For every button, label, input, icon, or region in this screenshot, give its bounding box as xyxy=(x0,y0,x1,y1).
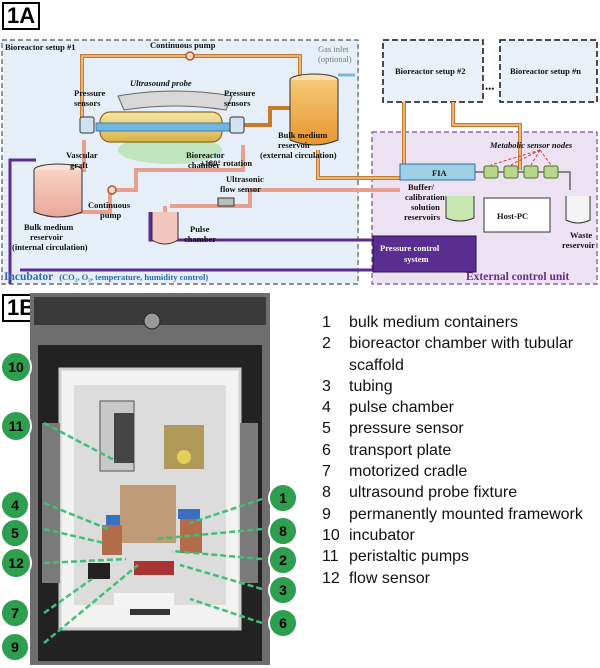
chamber-base xyxy=(118,136,222,164)
panel-a-tag: 1A xyxy=(2,2,41,30)
callout-11: 11 xyxy=(0,410,32,442)
label-rotation-visible: ±180° rotation xyxy=(200,158,252,168)
callout-2: 2 xyxy=(268,545,298,575)
host-pc-box xyxy=(483,197,551,233)
legend-text: flow sensor xyxy=(349,569,430,587)
legend-num: 3 xyxy=(322,377,331,395)
legend-text: motorized cradle xyxy=(349,463,468,481)
legend-text: pressure sensor xyxy=(349,420,464,438)
label-setup2: Bioreactor setup #2 xyxy=(395,66,466,76)
legend-num: 4 xyxy=(322,399,331,417)
buffer-beaker xyxy=(445,196,475,222)
legend-num: 11 xyxy=(322,548,339,566)
callout-10: 10 xyxy=(0,351,32,383)
pump-top-symbol xyxy=(185,51,195,61)
legend-num: 2 xyxy=(322,335,331,353)
legend-num: 5 xyxy=(322,420,331,438)
legend-item: 9 permanently mounted framework xyxy=(322,504,597,525)
callout-9: 9 xyxy=(0,632,30,662)
label-metabolic: Metabolic sensor nodes xyxy=(489,140,573,150)
legend-item: 8 ultrasound probe fixture xyxy=(322,482,597,503)
pressure-sensor-right xyxy=(229,116,245,134)
legend-num: 12 xyxy=(322,569,340,587)
callout-4: 4 xyxy=(0,490,30,520)
legend-text: bioreactor chamber with tubular scaffold xyxy=(349,335,574,374)
ultrasonic-flow-sensor xyxy=(217,197,235,207)
ultrasound-probe xyxy=(117,90,233,111)
label-setup1: Bioreactor setup #1 xyxy=(5,42,76,52)
legend-text: transport plate xyxy=(349,441,452,459)
pressure-control-box xyxy=(372,235,477,273)
callout-6: 6 xyxy=(268,608,298,638)
legend-item: 4 pulse chamber xyxy=(322,397,597,418)
metabolic-sensor-nodes xyxy=(483,165,559,179)
legend-item: 3 tubing xyxy=(322,376,597,397)
legend-text: pulse chamber xyxy=(349,399,454,417)
label-cont-pump-top: Continuous pump xyxy=(150,40,216,50)
bulk-ext-reservoir xyxy=(289,80,339,146)
label-external-unit: External control unit xyxy=(466,271,569,283)
bulk-int-reservoir xyxy=(33,170,83,218)
legend-item: 7 motorized cradle xyxy=(322,461,597,482)
callout-3: 3 xyxy=(268,575,298,605)
legend-num: 8 xyxy=(322,484,331,502)
legend-num: 6 xyxy=(322,441,331,459)
legend-text: tubing xyxy=(349,377,393,395)
legend-item: 11 peristaltic pumps xyxy=(322,546,597,567)
setupn-box xyxy=(499,39,598,103)
legend: 1 bulk medium containers 2 bioreactor cham… xyxy=(322,312,597,589)
callout-8: 8 xyxy=(268,516,298,546)
pressure-sensor-left xyxy=(79,116,95,134)
label-incubator: Incubator(CO₂, O₂, temperature, humidity… xyxy=(4,271,208,283)
legend-num: 7 xyxy=(322,463,331,481)
legend-item: 2 bioreactor chamber with tubular scaffol… xyxy=(322,333,597,376)
callout-7: 7 xyxy=(0,598,30,628)
legend-text: peristaltic pumps xyxy=(349,548,470,566)
legend-item: 1 bulk medium containers xyxy=(322,312,597,333)
incubator-photo xyxy=(30,293,270,665)
label-gas-inlet: Gas inlet xyxy=(318,44,349,54)
label-host-pc: Host-PC xyxy=(497,211,528,221)
legend-text: permanently mounted framework xyxy=(349,505,583,523)
legend-item: 10 incubator xyxy=(322,525,597,546)
legend-num: 9 xyxy=(322,505,331,523)
label-fia: FIA xyxy=(432,168,448,178)
vascular-graft-tube xyxy=(95,122,231,132)
label-setupn: Bioreactor setup #n xyxy=(510,66,581,76)
legend-num: 1 xyxy=(322,314,331,331)
label-ultrasound-probe: Ultrasound probe xyxy=(130,78,192,88)
setup2-box xyxy=(382,39,484,103)
pulse-chamber xyxy=(151,212,179,245)
callout-1: 1 xyxy=(268,483,298,513)
waste-beaker xyxy=(565,196,591,224)
legend-item: 12 flow sensor xyxy=(322,568,597,589)
legend-item: 5 pressure sensor xyxy=(322,418,597,439)
panel-a-diagram: Bioreactor setup #1 Continuous pump Gas … xyxy=(1,39,598,285)
label-gas-optional: (optional) xyxy=(318,54,352,64)
callout-12: 12 xyxy=(0,547,32,579)
legend-item: 6 transport plate xyxy=(322,440,597,461)
legend-text: ultrasound probe fixture xyxy=(349,484,518,502)
legend-num: 10 xyxy=(322,526,340,544)
legend-text: incubator xyxy=(349,526,415,544)
pump-bottom-symbol xyxy=(107,185,117,195)
callout-5: 5 xyxy=(0,518,30,548)
label-ellipsis: ••• xyxy=(485,84,494,94)
legend-text: bulk medium containers xyxy=(349,314,518,331)
